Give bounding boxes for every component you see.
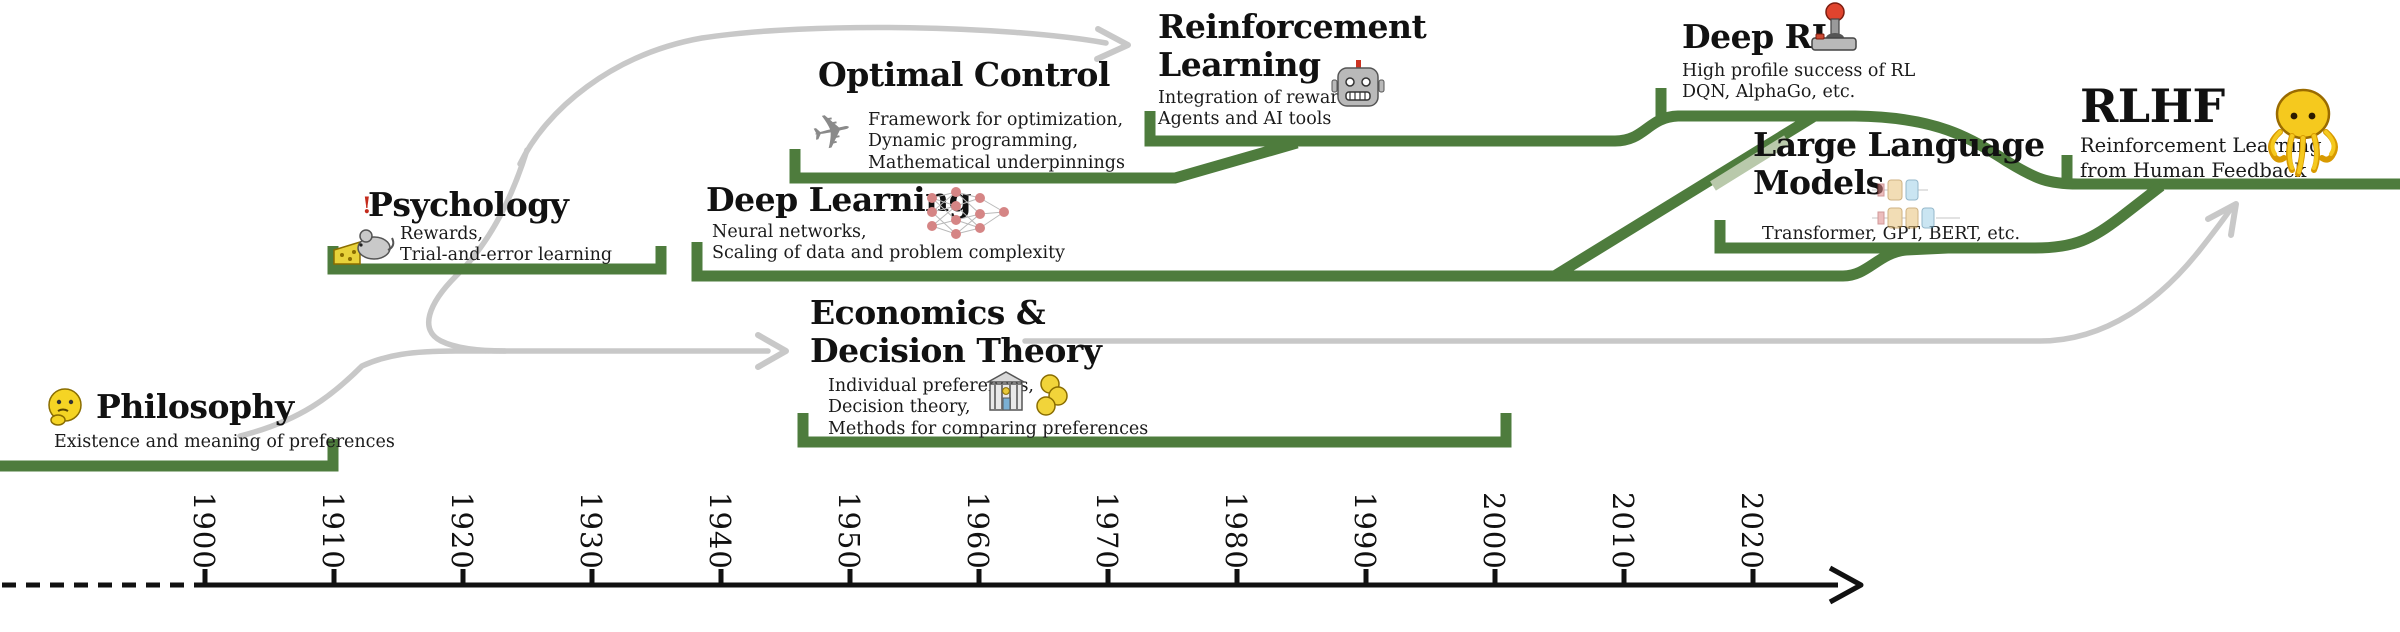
- llm-desc: Transformer, GPT, BERT, etc.: [1762, 224, 2021, 244]
- deep-learning-desc: Neural networks, Scaling of data and pro…: [712, 222, 1066, 264]
- robot-icon: [1331, 60, 1385, 107]
- rlhf-desc-line2: from Human Feedback: [2080, 159, 2307, 183]
- field-psychology: Psychology: [368, 185, 569, 224]
- axis-year-label-2010: 2010: [1606, 492, 1640, 570]
- bank-and-coins-icon: [985, 371, 1068, 416]
- axis-year-label-1960: 1960: [961, 492, 995, 570]
- economics-title-line2: Decision Theory: [810, 330, 1102, 370]
- axis-year-label-1940: 1940: [703, 492, 737, 570]
- rl-desc-line1: Integration of rewards,: [1158, 87, 1365, 108]
- axis-year-label-1970: 1970: [1090, 492, 1124, 570]
- psychology-title: Psychology: [368, 185, 569, 224]
- axis-year-label-1980: 1980: [1219, 492, 1253, 570]
- axis-year-label-1920: 1920: [445, 492, 479, 570]
- deep-rl-title: Deep RL: [1682, 17, 1835, 56]
- philosophy-desc: Existence and meaning of preferences: [54, 432, 395, 452]
- arrowhead-rlhf: [2205, 201, 2239, 238]
- transformer-diagram-icon: [1872, 179, 1960, 229]
- field-economics: Economics & Decision Theory: [810, 293, 1102, 370]
- field-deep-rl: Deep RL High profile success of RL DQN, …: [1682, 18, 1915, 104]
- branch-overlap-highlight: [1710, 135, 1790, 191]
- axis-year-label-1900: 1900: [187, 492, 221, 570]
- field-optimal-control: Optimal Control: [818, 56, 1110, 94]
- rl-desc-line2: Agents and AI tools: [1158, 109, 1332, 130]
- psychology-desc: Rewards, Trial-and-error learning: [400, 224, 613, 266]
- axis-year-label-2020: 2020: [1735, 492, 1769, 570]
- rlhf-title: RLHF: [2080, 79, 2225, 133]
- thinking-face-icon: [48, 388, 82, 426]
- optimal-control-desc: Framework for optimization, Dynamic prog…: [868, 110, 1125, 173]
- rl-title-line2: Learning: [1158, 44, 1321, 84]
- axis-year-label-1950: 1950: [832, 492, 866, 570]
- axis-year-label-1910: 1910: [316, 492, 350, 570]
- arrow-philosophy-to-economics: [237, 348, 771, 439]
- field-philosophy: Philosophy Existence and meaning of pref…: [44, 386, 395, 453]
- arrow-economics-to-rlhf: [1022, 204, 2235, 344]
- axis-arrowhead: [1828, 565, 1864, 605]
- arrowhead-economics: [755, 332, 789, 370]
- llm-title-line2: Models: [1753, 162, 1884, 202]
- deep-rl-desc-line1: High profile success of RL: [1682, 60, 1916, 81]
- philosophy-title: Philosophy: [96, 387, 294, 427]
- arrow-psychology-to-rl: [517, 24, 1109, 167]
- rl-deep-rl-rlhf-bar: [1144, 110, 2400, 190]
- axis-year-label-2000: 2000: [1477, 492, 1511, 570]
- llm-title-line1: Large Language: [1753, 125, 2045, 164]
- joystick-icon: [1811, 2, 1857, 51]
- rl-title-line1: Reinforcement: [1158, 7, 1427, 46]
- economics-bar: [797, 413, 1512, 448]
- octopus-icon: [2268, 88, 2338, 177]
- field-llm: Large Language Models: [1753, 126, 2045, 202]
- deep-learning-to-deep-rl-branch: [1553, 112, 1816, 280]
- philosophy-bar: [0, 439, 339, 472]
- axis-ticks: [202, 569, 1756, 585]
- field-reinforcement-learning: Reinforcement Learning Integration of re…: [1158, 7, 1427, 131]
- economics-title-line1: Economics &: [810, 293, 1046, 332]
- exclaim-mark: !: [362, 193, 372, 219]
- deep-rl-desc-line2: DQN, AlphaGo, etc.: [1682, 82, 1856, 103]
- optimal-control-bar: [789, 137, 1299, 184]
- psychology-bar: [327, 246, 667, 275]
- economics-desc: Individual preferences, Decision theory,…: [828, 376, 1149, 439]
- optimal-control-title: Optimal Control: [818, 55, 1110, 94]
- llm-bar: [1714, 181, 2165, 254]
- neural-network-icon: [927, 187, 1009, 239]
- arrow-psychology-to-economics: [425, 147, 530, 354]
- mouse-and-cheese-icon: [333, 229, 395, 265]
- axis-year-label-1930: 1930: [574, 492, 608, 570]
- rlhf-desc-line1: Reinforcement Learning: [2080, 133, 2322, 157]
- field-rlhf: RLHF Reinforcement Learning from Human F…: [2080, 80, 2322, 184]
- axis-year-label-1990: 1990: [1348, 492, 1382, 570]
- arrowhead-rl: [1094, 26, 1131, 62]
